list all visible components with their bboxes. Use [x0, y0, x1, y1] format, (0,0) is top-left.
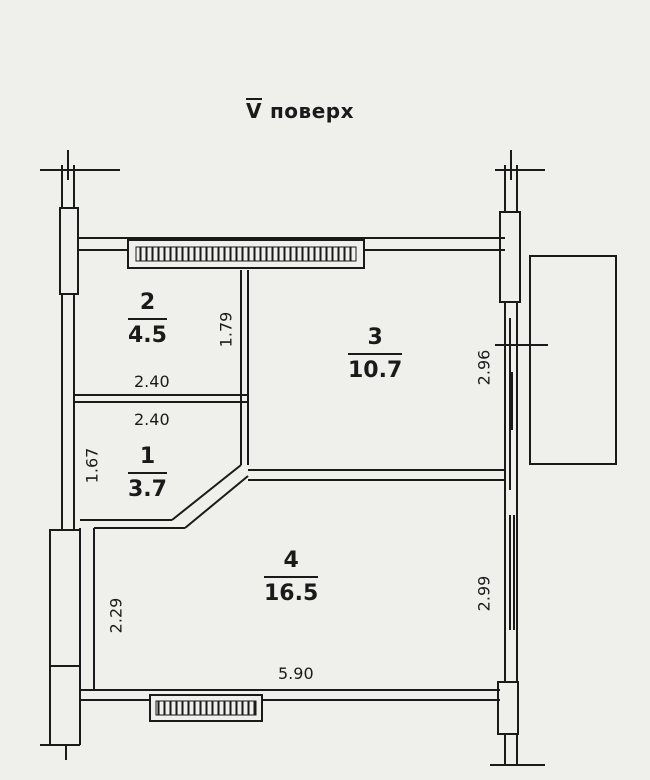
room-3-area: 10.7: [348, 358, 403, 383]
room-2-area: 4.5: [128, 323, 167, 348]
wall-room2-room1: [74, 394, 248, 403]
floor-roman-number: V: [246, 98, 262, 123]
room-1-label: 1 3.7: [128, 444, 167, 504]
left-outer-wall: [40, 165, 81, 760]
room-4-area: 16.5: [264, 581, 319, 606]
radiator-top: [127, 239, 365, 269]
bottom-wall: [80, 689, 500, 701]
room-4-number: 4: [264, 548, 319, 578]
room-1-number: 1: [128, 444, 167, 474]
room-3-label: 3 10.7: [348, 325, 403, 385]
room-3-number: 3: [348, 325, 403, 355]
room-1-area: 3.7: [128, 477, 167, 502]
dim-room4-right-height: 2.99: [474, 575, 494, 612]
floor-word: поверх: [269, 99, 354, 123]
balcony-outline: [529, 255, 617, 465]
wall-room3-room4: [80, 464, 505, 529]
dim-room2-width: 2.40: [134, 372, 170, 391]
dim-room1-height: 1.67: [82, 447, 102, 484]
dim-room1-width: 2.40: [134, 410, 170, 429]
room-2-label: 2 4.5: [128, 290, 167, 350]
room4-left-wall: [79, 528, 95, 690]
radiator-bottom: [149, 694, 263, 722]
dim-room3-height: 2.96: [474, 349, 494, 386]
dim-room4-left-height: 2.29: [106, 597, 126, 634]
room-4-label: 4 16.5: [264, 548, 319, 608]
dim-room2-height: 1.79: [216, 311, 236, 348]
right-outer-wall: [497, 165, 521, 765]
dim-room4-width: 5.90: [278, 664, 314, 683]
wall-room2-room3: [240, 270, 249, 465]
room-2-number: 2: [128, 290, 167, 320]
